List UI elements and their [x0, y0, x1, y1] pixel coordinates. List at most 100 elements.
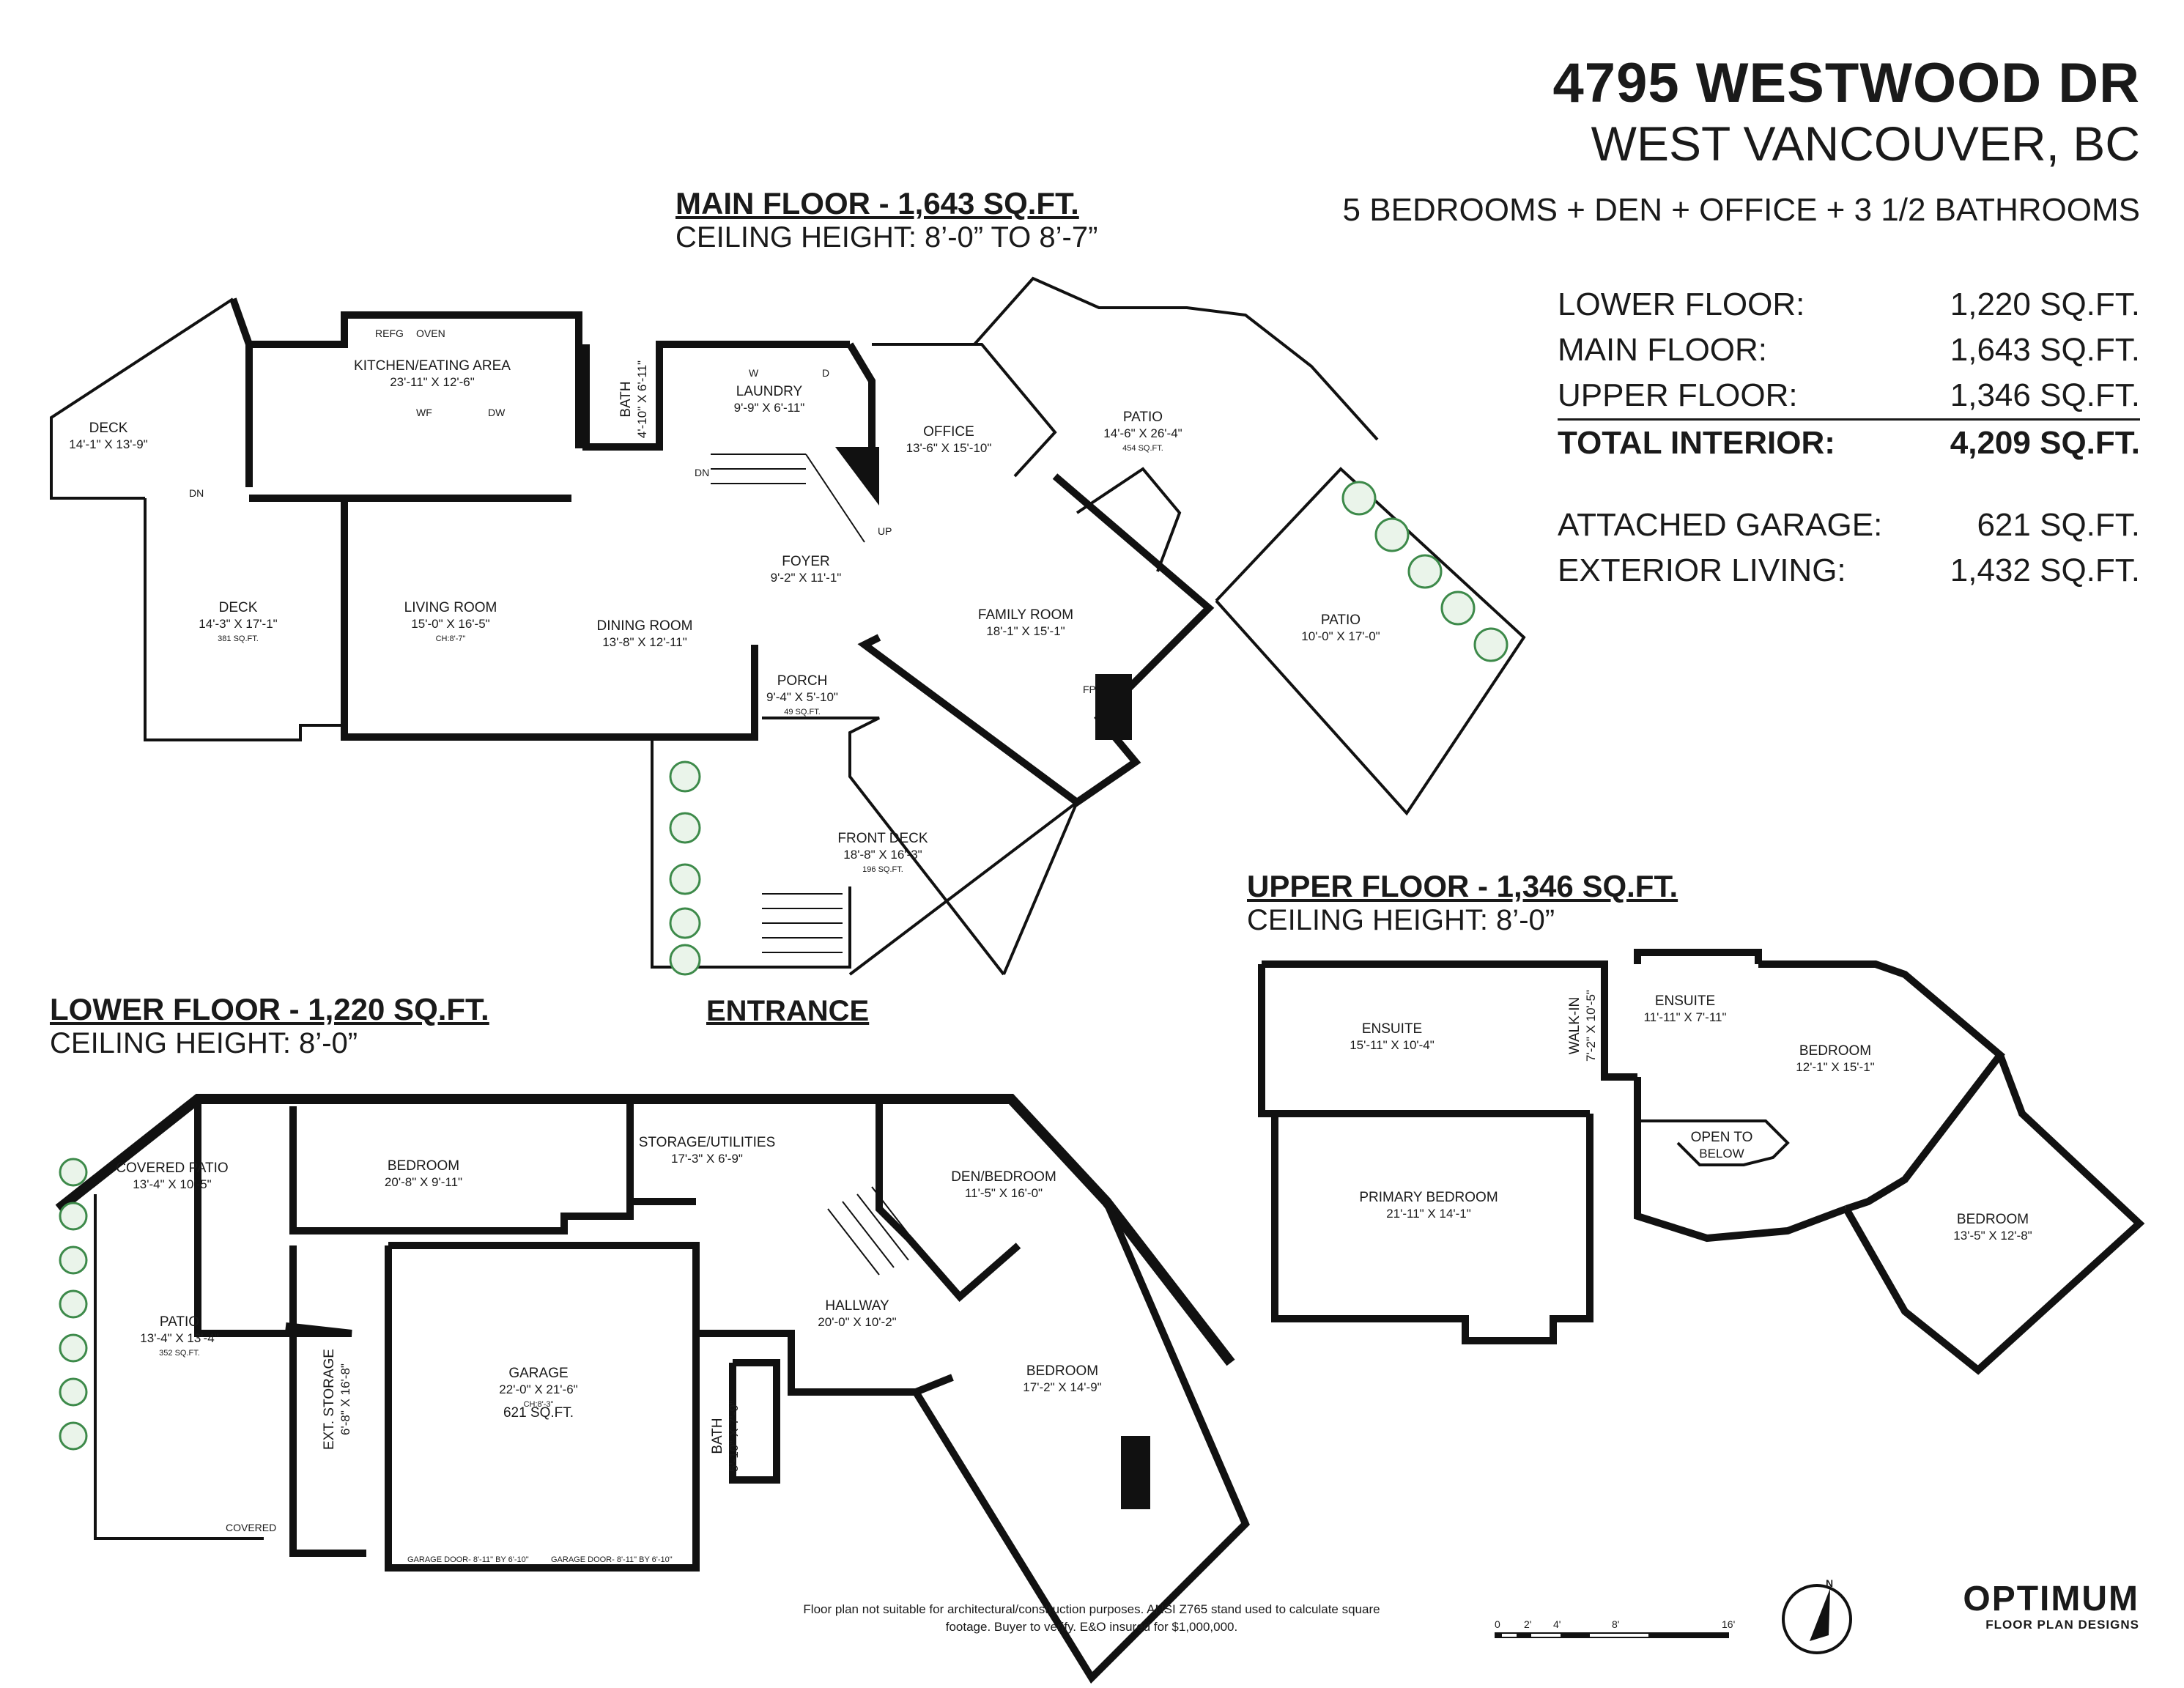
entrance-label: ENTRANCE — [706, 995, 870, 1027]
room-name: BATH — [618, 381, 634, 417]
room-name: 621 SQ.FT. — [503, 1405, 574, 1421]
room-dims: 17'-2" X 14'-9" — [1023, 1380, 1101, 1394]
scale-tick-label: 4' — [1553, 1618, 1561, 1630]
disclaimer: Floor plan not suitable for architectura… — [803, 1602, 1380, 1634]
room-extra: 196 SQ.FT. — [862, 865, 903, 874]
room-dims: 13'-4" X 13'-4" — [140, 1331, 218, 1345]
room-name: PATIO — [1123, 410, 1163, 425]
room-extra: CH:8'-3" — [524, 1400, 554, 1409]
compass-icon: N — [1782, 1577, 1852, 1654]
room-dims: 20'-0" X 10'-2" — [818, 1315, 896, 1329]
area-label: LOWER FLOOR: — [1558, 286, 1805, 322]
room-name: FOYER — [782, 554, 829, 569]
address-line-2: WEST VANCOUVER, BC — [1591, 116, 2140, 171]
room-name: PATIO — [160, 1314, 199, 1330]
garage-wall — [385, 1242, 700, 1572]
room-name: STORAGE/UTILITIES — [639, 1135, 776, 1150]
lower-floor-ceiling: CEILING HEIGHT: 8’-0” — [50, 1027, 358, 1059]
logo-tagline: FLOOR PLAN DESIGNS — [1985, 1618, 2139, 1632]
room-name: BATH — [710, 1418, 725, 1454]
main-floor-title: MAIN FLOOR - 1,643 SQ.FT. — [675, 186, 1079, 221]
upper-hall-wall — [1634, 949, 1762, 964]
room-dims: 11'-5" X 16'-0" — [965, 1186, 1043, 1200]
patio-east-outline — [1215, 467, 1526, 816]
fp-label: FP — [1083, 684, 1096, 695]
ext-storage-wall — [289, 1245, 366, 1557]
room-dims: 13'-4" X 10'-5" — [133, 1177, 211, 1191]
area-row-exterior: EXTERIOR LIVING:1,432 SQ.FT. — [1558, 548, 2140, 593]
area-value: 621 SQ.FT. — [1977, 507, 2140, 543]
garage-door-label-1: GARAGE DOOR- 8'-11" BY 6'-10" — [407, 1555, 529, 1564]
deck-south-outline — [144, 498, 344, 741]
room-dims: BELOW — [1699, 1147, 1744, 1160]
room-dims: 5'-10" X 7'-9" — [727, 1400, 741, 1472]
room-extra: 49 SQ.FT. — [784, 708, 821, 717]
room-dims: 14'-6" X 26'-4" — [1103, 426, 1182, 440]
compass-n: N — [1826, 1577, 1833, 1589]
room-dims: 13'-6" X 15'-10" — [906, 441, 992, 455]
bedroom-lower-2-wall — [912, 1200, 1250, 1684]
room-name: ENSUITE — [1655, 993, 1715, 1009]
walls — [50, 276, 2145, 1684]
room-extra: 454 SQ.FT. — [1122, 444, 1163, 453]
upper-floor-ceiling: CEILING HEIGHT: 8’-0” — [1247, 904, 1555, 936]
room-name: COVERED PATIO — [116, 1160, 228, 1176]
room-name: DINING ROOM — [597, 618, 693, 634]
room-extra: 352 SQ.FT. — [159, 1349, 200, 1358]
living-south-wall — [341, 498, 758, 741]
bath-laundry-wall — [582, 341, 850, 451]
room-label-foyer: FOYER 9'-2" X 11'-1" — [771, 554, 842, 585]
dw-label: DW — [488, 407, 506, 418]
room-dims: 6'-8" X 16'-8" — [338, 1363, 352, 1435]
room-name: DECK — [89, 421, 128, 436]
stair-void — [835, 447, 879, 506]
room-dims: 12'-1" X 15'-1" — [1796, 1060, 1874, 1074]
hallway-wall — [696, 1330, 954, 1396]
annotations: DN DN UP FP COVERED REFG OVEN WF DW W D … — [189, 327, 1096, 1564]
lower-west-wall — [194, 1099, 352, 1337]
dn-label: DN — [189, 487, 204, 499]
room-dims: 9'-9" X 6'-11" — [734, 401, 805, 415]
scale-tick-label: 2' — [1524, 1618, 1531, 1630]
upper-floor-title: UPPER FLOOR - 1,346 SQ.FT. — [1247, 869, 1678, 903]
room-name: GARAGE — [508, 1366, 568, 1381]
front-deck-planter — [651, 740, 851, 969]
lower-north-wall — [55, 1094, 1235, 1366]
room-dims: 7'-2" X 10'-5" — [1584, 990, 1598, 1062]
area-value: 4,209 SQ.FT. — [1950, 425, 2140, 461]
room-name: KITCHEN/EATING AREA — [354, 358, 511, 374]
logo: OPTIMUM FLOOR PLAN DESIGNS — [1934, 1581, 2139, 1632]
room-name: LAUNDRY — [736, 384, 803, 399]
room-dims: 17'-3" X 6'-9" — [671, 1152, 743, 1166]
room-label-storage: STORAGE/UTILITIES 17'-3" X 6'-9" — [639, 1135, 776, 1166]
patio-edge — [973, 276, 1379, 441]
room-name: BEDROOM — [1957, 1212, 2029, 1227]
closet-outline — [1076, 467, 1182, 572]
room-dims: 11'-11" X 7'-11" — [1643, 1010, 1726, 1024]
room-name: LIVING ROOM — [404, 600, 497, 615]
room-dims: 9'-4" X 5'-10" — [766, 690, 838, 704]
bath-lower-wall — [729, 1359, 780, 1484]
room-dims: 4'-10" X 6'-11" — [635, 360, 649, 438]
room-dims: 9'-2" X 11'-1" — [771, 571, 842, 585]
room-dims: 14'-3" X 17'-1" — [199, 617, 277, 631]
